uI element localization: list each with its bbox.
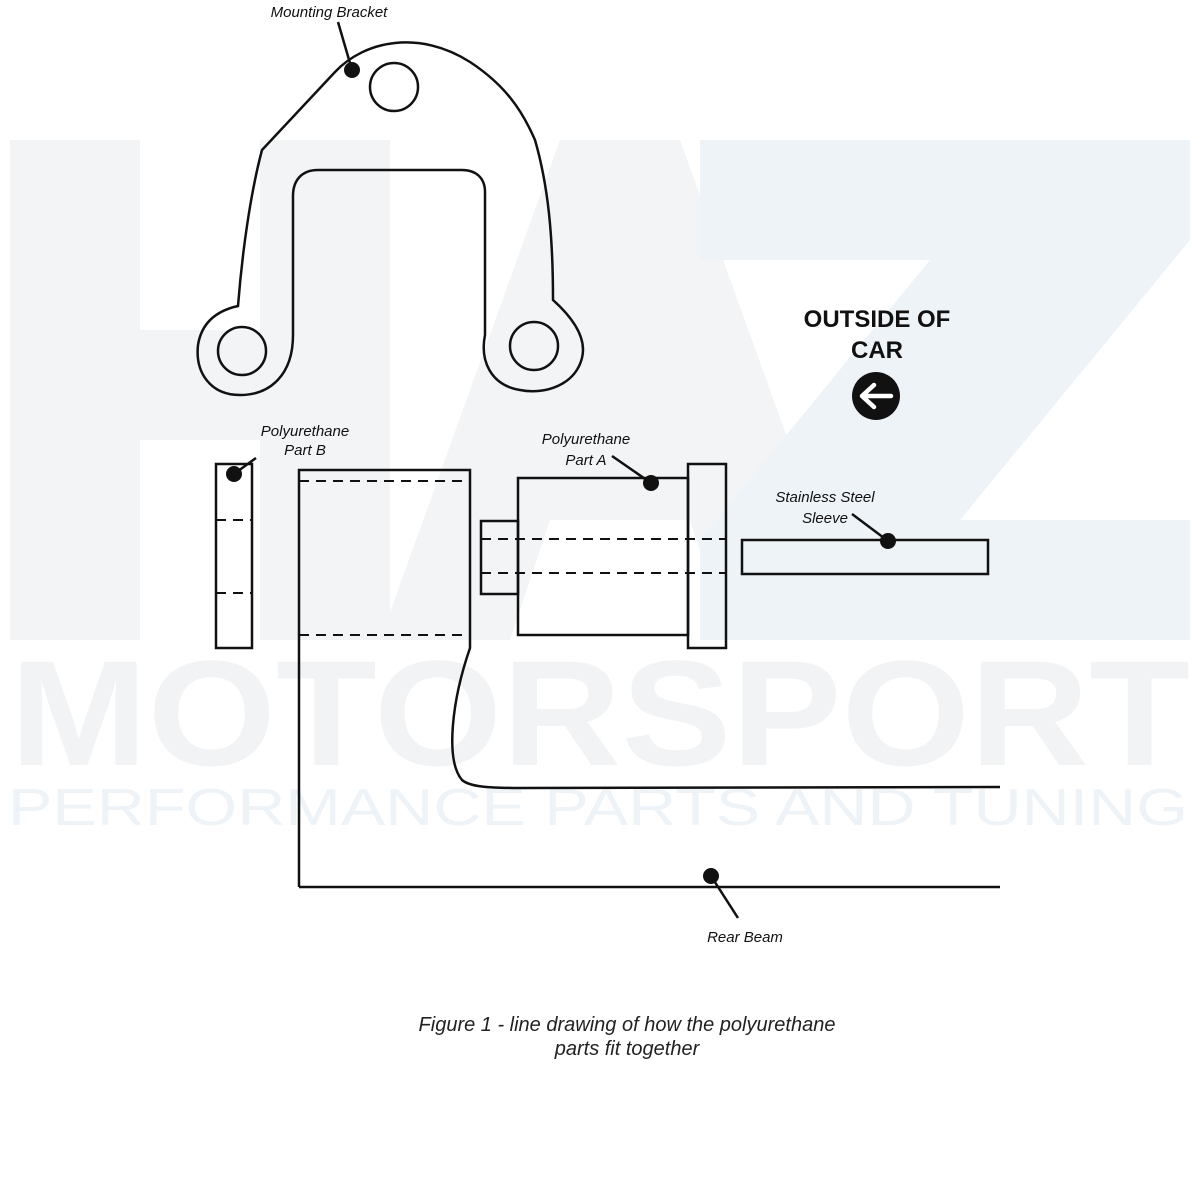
stainless-steel-sleeve (740, 538, 990, 576)
watermark: MOTORSPORT PERFORMANCE PARTS AND TUNING (8, 140, 1190, 837)
label-mounting-bracket: Mounting Bracket (271, 4, 389, 21)
outside-of-car-line2: CAR (851, 337, 903, 364)
bracket-hole-right (508, 320, 560, 372)
polyurethane-part-a (479, 462, 728, 650)
label-rear-beam: Rear Beam (707, 929, 783, 946)
callout-leaders (226, 21, 896, 919)
watermark-logo (10, 140, 1190, 640)
figure-caption-line2: parts fit together (554, 1038, 701, 1060)
mounting-bracket (196, 41, 585, 397)
polyurethane-part-b (214, 462, 254, 650)
arrow-left-circle-icon (852, 372, 900, 420)
outside-of-car-line1: OUTSIDE OF (804, 306, 951, 333)
watermark-motorsport: MOTORSPORT (10, 629, 1190, 797)
label-polyurethane-part-a-line1: Polyurethane (542, 431, 630, 448)
outside-of-car-indicator: OUTSIDE OF CAR (804, 306, 951, 420)
figure-caption-line1: Figure 1 - line drawing of how the polyu… (419, 1014, 836, 1036)
rear-beam (297, 468, 1001, 889)
label-stainless-steel-sleeve-line1: Stainless Steel (775, 489, 875, 506)
label-polyurethane-part-b-line2: Part B (284, 442, 326, 459)
bracket-hole-top (368, 61, 420, 113)
label-stainless-steel-sleeve-line2: Sleeve (802, 510, 848, 527)
label-polyurethane-part-a-line2: Part A (565, 452, 606, 469)
bracket-hole-left (216, 325, 268, 377)
label-polyurethane-part-b-line1: Polyurethane (261, 423, 349, 440)
